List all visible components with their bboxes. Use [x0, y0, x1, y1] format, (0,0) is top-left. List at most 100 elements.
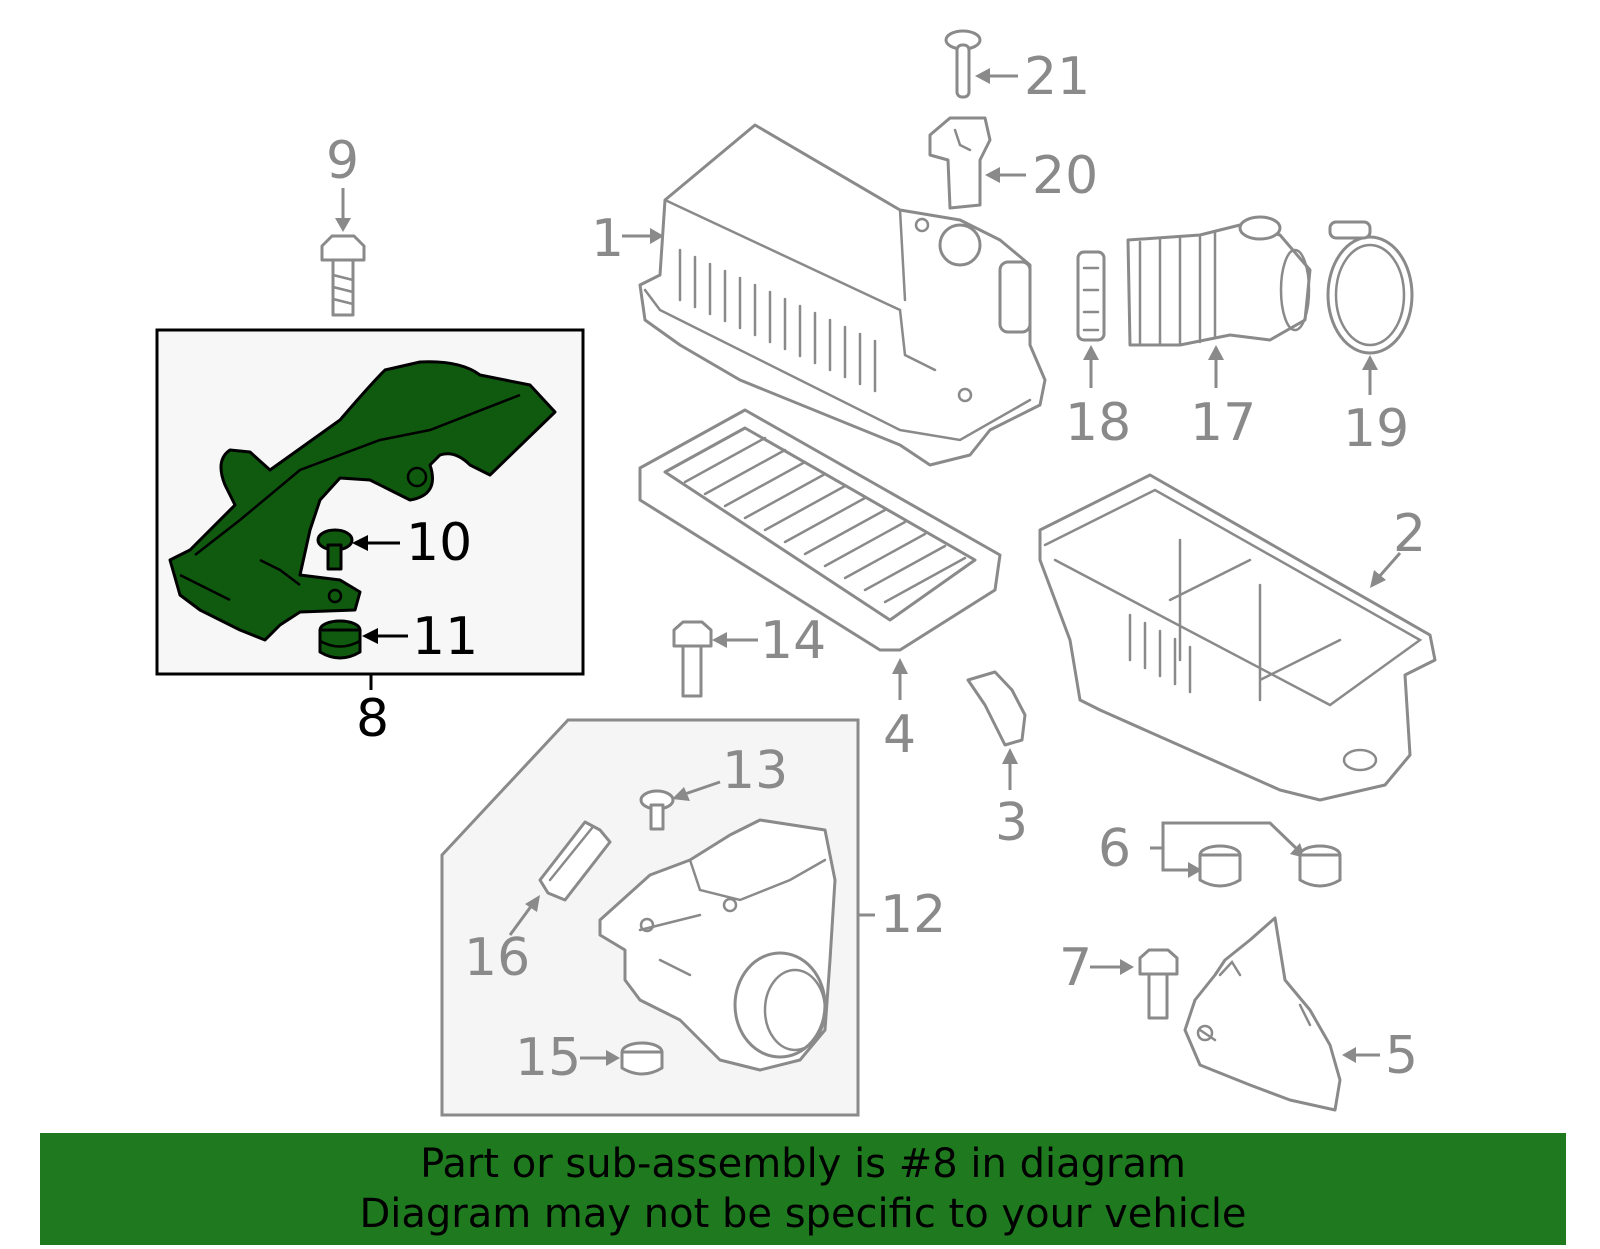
- arrow-21: [975, 68, 990, 84]
- cover-flange: [643, 288, 1032, 442]
- part-12-group[interactable]: 12: [440, 718, 946, 1117]
- bracket-5-body: [1183, 916, 1342, 1112]
- part-3-clip[interactable]: 3: [966, 670, 1028, 853]
- bolt-14-shank: [681, 644, 703, 698]
- clamp-19-inner: [1334, 243, 1406, 347]
- cover-top-edge: [663, 198, 937, 372]
- bolt-7-head: [1138, 948, 1179, 976]
- cover-body: [638, 123, 1047, 467]
- housing-2-body: [1038, 473, 1437, 802]
- sensor-20-detail: [953, 128, 972, 152]
- arrow-10: [352, 535, 368, 551]
- housing-2-rim: [1043, 488, 1423, 707]
- gasket-16-detail: [548, 826, 594, 882]
- bolt-9-thread: [331, 273, 355, 306]
- arrow-18: [1083, 345, 1099, 360]
- clip-18-body: [1076, 250, 1106, 342]
- callout-20: 20: [1032, 146, 1098, 206]
- callout-12: 12: [880, 885, 946, 945]
- callout-18: 18: [1065, 393, 1131, 453]
- grommet-6a-body: [1198, 853, 1242, 888]
- grommet-6b-body: [1298, 853, 1342, 888]
- filter-4-pleats: [683, 436, 967, 604]
- callout-8: 8: [356, 689, 389, 749]
- housing-2-inner: [1168, 538, 1342, 702]
- callout-9: 9: [326, 131, 359, 191]
- part-2-lower-housing[interactable]: 2: [1038, 473, 1437, 802]
- arrow-16: [525, 895, 540, 912]
- bracket-5-detail: [1198, 959, 1312, 1042]
- part-18-clip[interactable]: 18: [1065, 250, 1131, 453]
- grommet-15-body: [620, 1050, 664, 1076]
- screw-21-shank: [955, 43, 971, 99]
- bolt-14-head: [672, 620, 713, 648]
- intake-duct-part: [168, 360, 557, 642]
- callout-6: 6: [1098, 819, 1131, 879]
- part-21-screw[interactable]: 21: [944, 29, 1090, 107]
- callout-17: 17: [1190, 393, 1256, 453]
- hose-17-ribs: [1138, 231, 1217, 347]
- clamp-19-screw: [1328, 220, 1372, 240]
- throttle-bore-inner: [763, 968, 827, 1052]
- arrow-15: [606, 1050, 620, 1066]
- bolt-10-shank: [326, 543, 343, 571]
- arrow-19: [1362, 355, 1378, 370]
- intake-duct-edge: [179, 558, 301, 602]
- cover-ribs: [678, 248, 877, 393]
- part-17-intake-hose[interactable]: 17: [1126, 215, 1312, 453]
- part-4-air-filter[interactable]: 4: [638, 408, 1002, 765]
- intake-duct-detail: [194, 393, 521, 556]
- arrow-13: [672, 787, 690, 801]
- banner-line-2: Diagram may not be specific to your vehi…: [359, 1191, 1247, 1237]
- hose-17-outlet: [1279, 248, 1311, 332]
- part-9-bolt[interactable]: 9: [320, 131, 366, 317]
- bracket-5-hole: [1196, 1024, 1214, 1042]
- callout-10: 10: [406, 513, 472, 573]
- arrow-6a: [1188, 862, 1202, 878]
- arrow-3: [1002, 748, 1018, 764]
- cover-outlet: [938, 223, 982, 267]
- arrow-2: [1370, 570, 1386, 588]
- part-14-bolt[interactable]: 14: [672, 611, 826, 698]
- hose-17-body: [1126, 223, 1312, 347]
- disclaimer-banner: Part or sub-assembly is #8 in diagram Di…: [40, 1133, 1566, 1245]
- callout-14: 14: [760, 611, 826, 671]
- arrow-9: [335, 218, 351, 232]
- part-19-clamp[interactable]: 19: [1326, 220, 1414, 459]
- callout-13: 13: [722, 741, 788, 801]
- arrow-17: [1208, 345, 1224, 360]
- arrow-14: [712, 632, 727, 648]
- housing-2-drain: [1342, 748, 1378, 772]
- callout-16: 16: [464, 928, 530, 988]
- hose-17-port: [1238, 215, 1282, 241]
- duct-mount-hole: [406, 466, 428, 488]
- housing-2-ribs: [1128, 613, 1192, 694]
- part-13-screw[interactable]: 13: [639, 741, 788, 831]
- grommet-11-body: [318, 628, 362, 660]
- part-1-air-cleaner-cover[interactable]: 1: [591, 123, 1047, 467]
- part-7-bolt[interactable]: 7: [1059, 938, 1179, 1020]
- callout-1: 1: [591, 209, 624, 269]
- leader-13: [681, 780, 721, 797]
- leader-16: [508, 904, 534, 936]
- part-15-grommet[interactable]: 15: [515, 1028, 664, 1088]
- throttle-body-detail: [638, 858, 827, 977]
- part-20-sensor[interactable]: 20: [928, 116, 1098, 210]
- throttle-hole-1: [639, 917, 655, 933]
- clamp-19-band: [1326, 235, 1414, 355]
- part-16-gasket[interactable]: 16: [464, 820, 612, 988]
- arrow-20: [985, 167, 1000, 183]
- clip-18-detail: [1082, 266, 1100, 332]
- part-10-bolt[interactable]: [316, 528, 354, 571]
- callout-15: 15: [515, 1028, 581, 1088]
- gasket-16-body: [538, 820, 612, 902]
- leader-2: [1376, 552, 1402, 579]
- arrow-11: [362, 628, 378, 644]
- callout-19: 19: [1343, 399, 1409, 459]
- part-11-grommet[interactable]: [318, 619, 362, 660]
- part-8-group[interactable]: 10 11 8: [155, 328, 585, 749]
- screw-13-shank: [649, 803, 665, 831]
- part-6-grommets[interactable]: 6: [1098, 819, 1342, 888]
- part-5-bracket[interactable]: 5: [1183, 916, 1418, 1112]
